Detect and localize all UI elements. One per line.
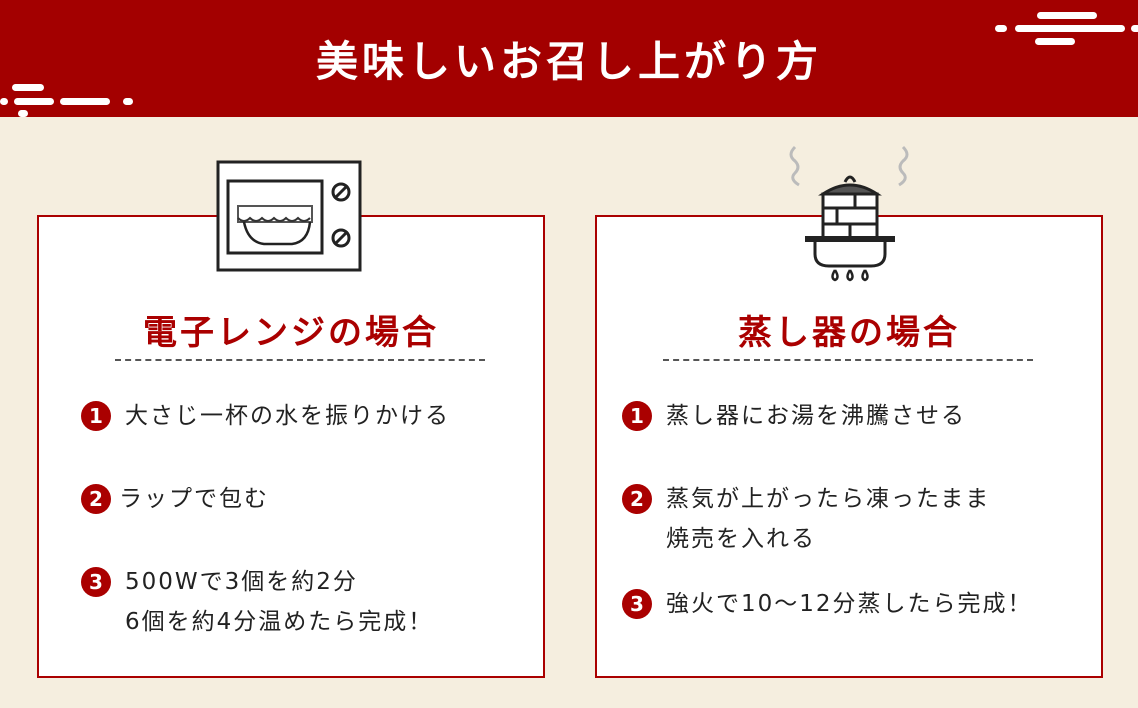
- step-text: 蒸気が上がったら凍ったまま: [666, 486, 991, 512]
- cloud-decoration-right: [995, 10, 1138, 50]
- step-2: 2 ラップで包む: [81, 482, 269, 519]
- step-text: ラップで包む: [119, 486, 269, 512]
- page-title: 美味しいお召し上がり方: [315, 37, 822, 86]
- cloud-decoration-left: [0, 80, 140, 120]
- step-text: 500Wで3個を約2分: [125, 569, 358, 595]
- step-1: 1 蒸し器にお湯を沸騰させる: [622, 399, 966, 436]
- steamer-icon: [789, 145, 909, 282]
- step-number: 2: [81, 484, 111, 514]
- step-number: 1: [622, 401, 652, 431]
- step-number: 1: [81, 401, 111, 431]
- step-1: 1 大さじ一杯の水を振りかける: [81, 399, 450, 436]
- divider: [663, 359, 1033, 361]
- step-text: 強火で10〜12分蒸したら完成！: [666, 591, 1033, 617]
- step-number: 3: [622, 589, 652, 619]
- step-3: 3 500Wで3個を約2分 6個を約4分温めたら完成！: [81, 565, 433, 642]
- microwave-card: 電子レンジの場合 1 大さじ一杯の水を振りかける 2 ラップで包む 3 500W…: [37, 215, 545, 678]
- step-number: 2: [622, 484, 652, 514]
- step-text-line2: 6個を約4分温めたら完成！: [125, 609, 434, 635]
- step-text-line2: 焼売を入れる: [666, 526, 816, 552]
- steamer-title: 蒸し器の場合: [738, 313, 960, 353]
- step-number: 3: [81, 567, 111, 597]
- microwave-title: 電子レンジの場合: [143, 313, 439, 353]
- microwave-icon: [216, 160, 362, 272]
- step-2: 2 蒸気が上がったら凍ったまま焼売を入れる: [622, 482, 990, 559]
- header-banner: 美味しいお召し上がり方: [0, 0, 1138, 117]
- divider: [115, 359, 485, 361]
- step-text: 蒸し器にお湯を沸騰させる: [666, 403, 966, 429]
- step-text: 大さじ一杯の水を振りかける: [125, 403, 450, 429]
- steamer-card: 蒸し器の場合 1 蒸し器にお湯を沸騰させる 2 蒸気が上がったら凍ったまま焼売を…: [595, 215, 1103, 678]
- step-3: 3 強火で10〜12分蒸したら完成！: [622, 587, 1033, 624]
